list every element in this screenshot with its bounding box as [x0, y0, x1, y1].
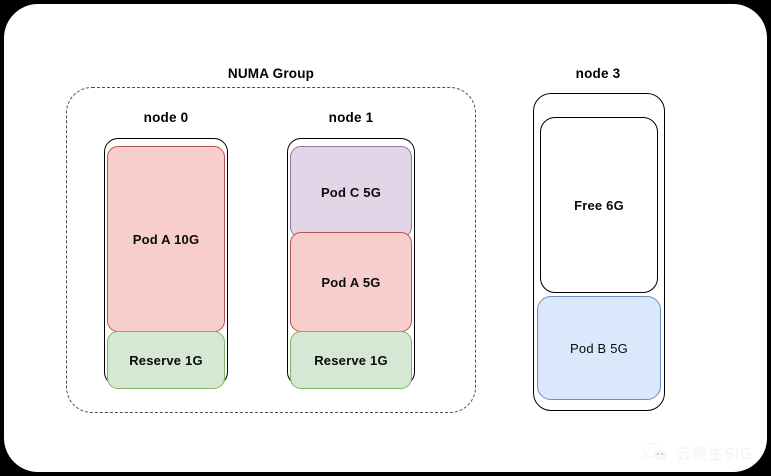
- memory-block-pod-b-5g: Pod B 5G: [537, 296, 661, 400]
- watermark-text: 云原生SIG: [676, 444, 753, 463]
- numa-group-title: NUMA Group: [227, 66, 315, 81]
- node-label-node-1: node 1: [328, 110, 374, 125]
- memory-block-reserve-node-0: Reserve 1G: [107, 331, 225, 389]
- diagram-card: NUMA Group node 0 Pod A 10G Reserve 1G n…: [4, 4, 767, 472]
- memory-block-free-6g: Free 6G: [540, 117, 658, 293]
- memory-block-pod-a-5g: Pod A 5G: [290, 232, 412, 332]
- node-label-node-0: node 0: [143, 110, 189, 125]
- memory-block-pod-a-10g: Pod A 10G: [107, 146, 225, 332]
- memory-block-pod-c-5g: Pod C 5G: [290, 146, 412, 238]
- wechat-icon: [643, 442, 668, 462]
- watermark: 云原生SIG: [643, 442, 753, 464]
- numa-group-boundary: [66, 87, 476, 413]
- node-label-node-3: node 3: [575, 66, 621, 81]
- memory-block-reserve-node-1: Reserve 1G: [290, 331, 412, 389]
